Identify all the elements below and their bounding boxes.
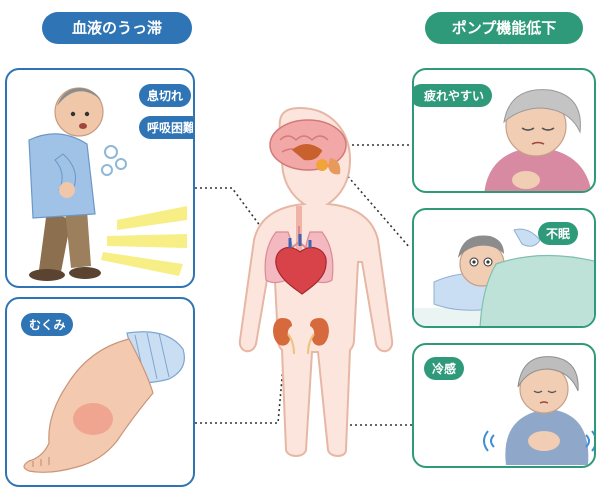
fatigue-tag: 疲れやすい	[414, 84, 493, 107]
breathlessness-tag: 息切れ	[139, 84, 192, 107]
connector-kidney-edema	[195, 344, 286, 424]
brain-icon	[269, 119, 347, 175]
breathless-man-illustration	[28, 87, 187, 281]
heart-icon	[275, 234, 327, 295]
panel-edema: むくみ	[5, 297, 195, 487]
dyspnea-tag: 呼吸困難	[139, 116, 193, 139]
edema-tag: むくみ	[21, 313, 74, 336]
panel-insomnia: 不眠	[412, 208, 596, 328]
panel-breathlessness: 息切れ 呼吸困難	[5, 68, 195, 288]
connector-lungs-breath	[195, 187, 279, 251]
sleepless-woman-illustration	[414, 228, 594, 326]
stagnation-heading: 血液のうっ滞	[42, 12, 192, 44]
connector-brain-insomnia	[337, 164, 411, 249]
tired-woman-illustration	[484, 89, 592, 191]
panel-fatigue: 疲れやすい	[412, 68, 596, 193]
panel-cold: 冷感	[412, 343, 596, 468]
kidneys-icon	[273, 318, 329, 355]
swollen-leg-illustration	[23, 331, 185, 473]
pump-failure-heading: ポンプ機能低下	[425, 12, 583, 44]
cold-tag: 冷感	[424, 357, 465, 380]
insomnia-tag: 不眠	[538, 222, 579, 245]
cold-woman-illustration	[483, 356, 594, 465]
